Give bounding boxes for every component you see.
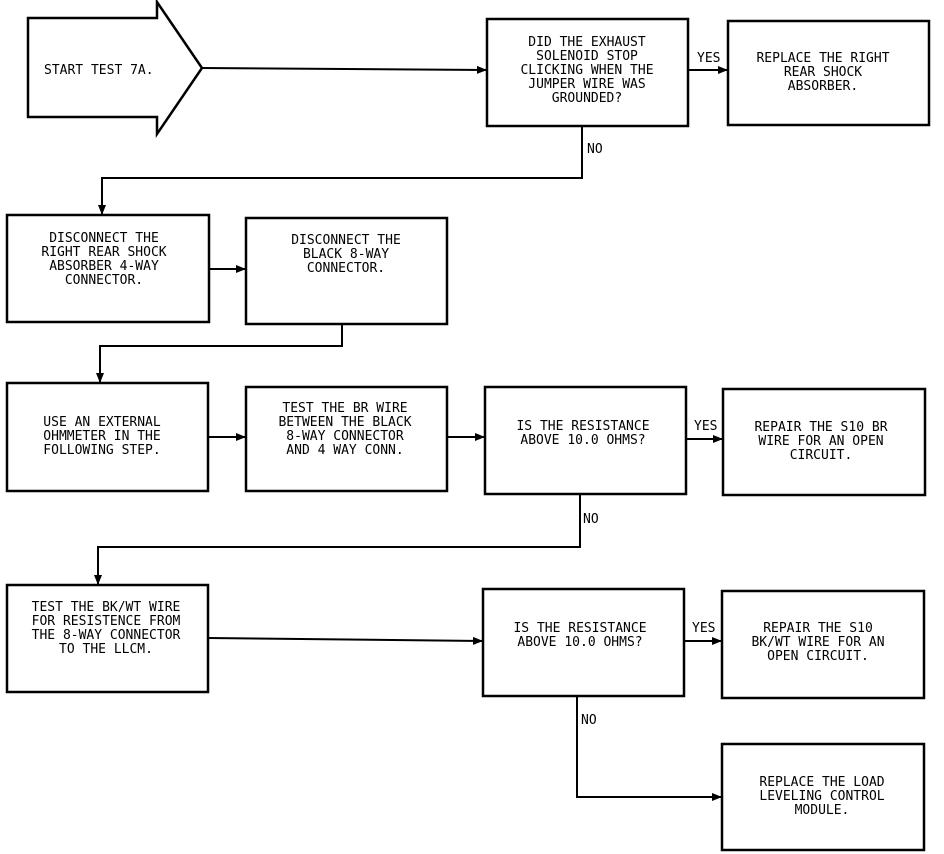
node-line: OHMMETER IN THE bbox=[43, 429, 160, 444]
node-line: START TEST 7A. bbox=[44, 63, 154, 78]
node-line: FOLLOWING STEP. bbox=[43, 443, 160, 458]
node-line: REPAIR THE S10 bbox=[763, 621, 873, 636]
node-line: OPEN CIRCUIT. bbox=[767, 649, 869, 664]
resistance-question-1-box bbox=[483, 385, 688, 496]
replace-shock-box bbox=[726, 19, 931, 127]
node-line: BLACK 8-WAY bbox=[303, 247, 389, 262]
node-line: CIRCUIT. bbox=[790, 448, 853, 463]
node-line: USE AN EXTERNAL bbox=[43, 415, 161, 430]
resistance-question-2-box bbox=[481, 587, 686, 698]
edge-exhaust-no bbox=[98, 126, 583, 215]
node-line: TEST THE BK/WT WIRE bbox=[32, 600, 181, 615]
disconnect-shock-box bbox=[5, 213, 211, 324]
node-line: REAR SHOCK bbox=[784, 65, 862, 80]
node-line: JUMPER WIRE WAS bbox=[528, 77, 645, 92]
node-line: IS THE RESISTANCE bbox=[516, 419, 649, 434]
disconnect-black-box bbox=[244, 216, 449, 326]
node-line: FOR RESISTENCE FROM bbox=[32, 614, 181, 629]
node-line: SOLENOID STOP bbox=[536, 49, 638, 64]
edge-start-to-exhaust bbox=[201, 65, 487, 74]
node-line: REPLACE THE LOAD bbox=[759, 775, 884, 790]
use-ohmmeter-box bbox=[5, 381, 210, 493]
node-line: IS THE RESISTANCE bbox=[513, 621, 646, 636]
repair-br-box bbox=[721, 387, 927, 497]
node-line: TEST THE BR WIRE bbox=[282, 401, 407, 416]
node-line: THE 8-WAY CONNECTOR bbox=[32, 628, 181, 643]
node-line: BK/WT WIRE FOR AN bbox=[751, 635, 884, 650]
repair-bkwt-box bbox=[720, 589, 926, 700]
node-line: GROUNDED? bbox=[552, 91, 622, 106]
node-line: RIGHT REAR SHOCK bbox=[41, 245, 166, 260]
node-line: ABSORBER. bbox=[788, 79, 858, 94]
node-line: CONNECTOR. bbox=[307, 261, 385, 276]
edge-black-to-ohmmeter bbox=[96, 324, 343, 383]
replace-module-box bbox=[720, 742, 926, 852]
node-line: REPAIR THE S10 BR bbox=[754, 420, 887, 435]
no-label-1: NO bbox=[587, 142, 603, 157]
node-line: AND 4 WAY CONN. bbox=[286, 443, 403, 458]
node-line: DID THE EXHAUST bbox=[528, 35, 646, 50]
node-line: LEVELING CONTROL bbox=[759, 789, 884, 804]
edge-question2-no bbox=[576, 696, 722, 801]
node-line: DISCONNECT THE bbox=[291, 233, 401, 248]
start-arrow-shape bbox=[26, 0, 204, 139]
node-line: DISCONNECT THE bbox=[49, 231, 159, 246]
node-line: CONNECTOR. bbox=[65, 273, 143, 288]
yes-label-3: YES bbox=[692, 621, 715, 636]
node-line: ABSORBER 4-WAY bbox=[49, 259, 159, 274]
node-line: REPLACE THE RIGHT bbox=[756, 51, 889, 66]
test-br-box bbox=[244, 385, 449, 493]
node-line: 8-WAY CONNECTOR bbox=[286, 429, 404, 444]
node-line: ABOVE 10.0 OHMS? bbox=[517, 635, 642, 650]
no-label-2: NO bbox=[583, 512, 599, 527]
node-line: TO THE LLCM. bbox=[59, 642, 153, 657]
start-text: START TEST 7A. bbox=[44, 63, 154, 78]
exhaust-question-box bbox=[485, 17, 690, 128]
node-line: ABOVE 10.0 OHMS? bbox=[520, 433, 645, 448]
node-line: BETWEEN THE BLACK bbox=[278, 415, 411, 430]
yes-label-1: YES bbox=[697, 51, 720, 66]
edge-question1-no bbox=[94, 494, 581, 585]
no-label-3: NO bbox=[581, 713, 597, 728]
node-line: WIRE FOR AN OPEN bbox=[758, 434, 883, 449]
node-line: MODULE. bbox=[795, 803, 850, 818]
node-line: CLICKING WHEN THE bbox=[520, 63, 653, 78]
edge-testbkwt-to-question2 bbox=[207, 636, 483, 645]
yes-label-2: YES bbox=[694, 419, 717, 434]
